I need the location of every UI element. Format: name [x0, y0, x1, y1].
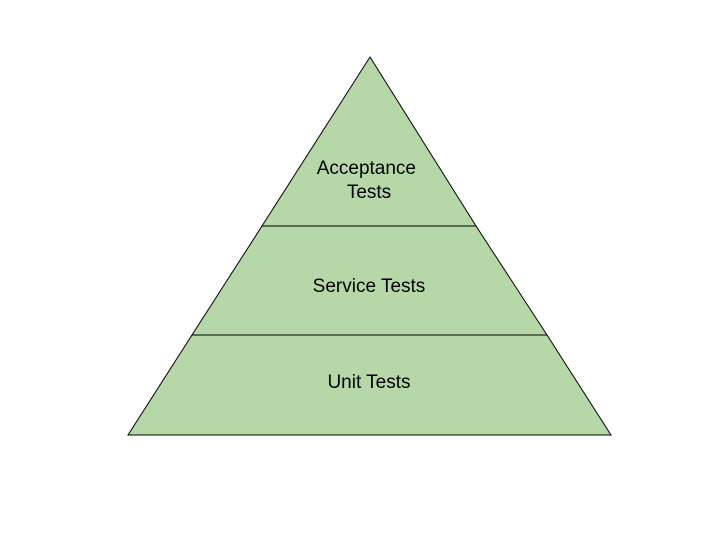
- acceptance-tests-label-line-1: Acceptance: [317, 158, 416, 179]
- unit-tests-label: Unit Tests: [327, 372, 410, 393]
- service-tests-label: Service Tests: [313, 276, 426, 297]
- acceptance-tests-label: Acceptance Tests: [317, 158, 422, 203]
- pyramid: [127, 56, 612, 436]
- acceptance-tests-label-line-2: Tests: [347, 182, 391, 203]
- pyramid-tier-bottom: [127, 334, 612, 436]
